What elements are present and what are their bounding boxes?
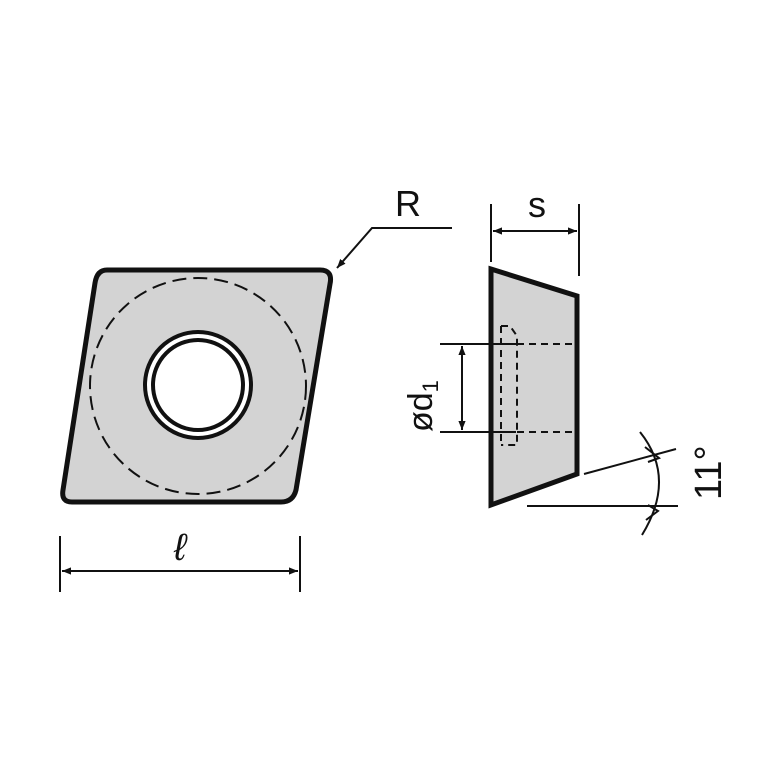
insert-front-view [60,267,333,505]
radius-label: R [395,183,421,224]
thickness-label: s [528,184,546,225]
angle-arrow-top [644,446,662,463]
clearance-angle-dimension: 11° [527,431,730,536]
center-hole-chamfer [151,338,245,432]
insert-side-view [488,265,580,509]
length-label: ℓ [173,527,188,569]
side-profile [488,265,580,509]
hidden-hole-lines [500,325,574,446]
clearance-angle-label: 11° [688,445,730,500]
hole-diameter-prefix: ød [402,392,440,432]
hole-diameter-label: ød1 [402,380,443,432]
length-dimension: ℓ [59,527,301,592]
hole-diameter-subscript: 1 [418,380,443,392]
thickness-dimension: s [490,184,580,276]
hole-diameter-dimension: ød1 [402,343,516,433]
angle-arrow-bottom [645,504,660,521]
inscribed-circle [89,277,307,495]
radius-callout: R [336,183,452,269]
angle-arc [639,431,660,536]
radius-leader-line [336,227,452,269]
angle-flank-line [583,448,677,475]
